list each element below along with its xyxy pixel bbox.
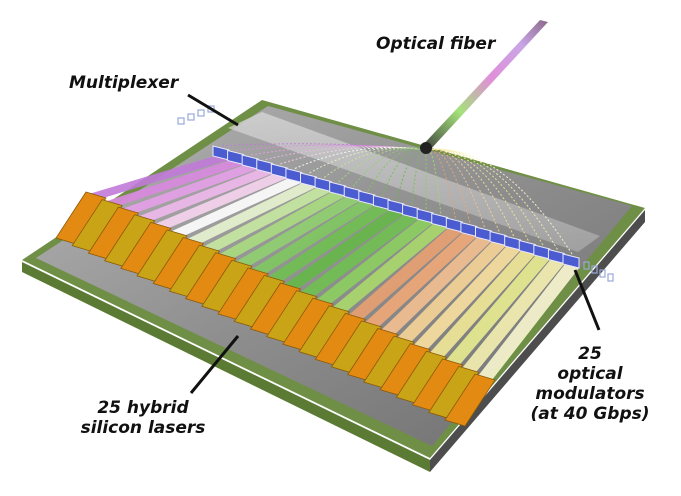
leader-line-lasers	[189, 335, 240, 394]
waveguide-1	[89, 156, 229, 198]
label-modulators-line2: optical	[557, 364, 623, 384]
waveguide-20	[396, 241, 507, 343]
waveguide-7	[186, 183, 317, 244]
laser-25	[444, 373, 496, 427]
waveguide-9	[218, 192, 346, 259]
waveguide-5	[153, 174, 288, 229]
fanout-path-10	[352, 147, 427, 187]
fanout-path-3	[251, 145, 427, 156]
waveguide-3	[121, 165, 259, 214]
waveguide-16	[332, 223, 448, 312]
waveguides	[89, 156, 579, 380]
fanout-path-5	[280, 146, 427, 165]
label-lasers-line2: silicon lasers	[80, 418, 206, 438]
laser-array	[55, 191, 496, 427]
label-modulators-line1: 25	[578, 344, 602, 364]
board-side-right	[430, 210, 645, 472]
waveguide-6	[170, 178, 302, 236]
waveguide-24	[461, 259, 565, 373]
waveguide-15	[315, 219, 434, 305]
label-lasers: 25 hybrid silicon lasers	[58, 398, 228, 438]
waveguide-18	[364, 232, 477, 327]
fanout-path-4	[265, 146, 427, 160]
fanout-path-18	[425, 148, 471, 223]
multiplexer-fanout	[221, 143, 573, 255]
waveguide-21	[413, 246, 521, 350]
label-modulators-line4: (at 40 Gbps)	[530, 404, 650, 424]
multiplexer-block	[228, 112, 600, 252]
label-multiplexer: Multiplexer	[69, 73, 179, 93]
waveguide-25	[478, 264, 579, 380]
fiber-coupler	[420, 142, 432, 154]
fanout-path-9	[338, 147, 427, 183]
waveguide-22	[429, 250, 536, 358]
fanout-path-6	[294, 146, 427, 169]
waveguide-23	[445, 255, 550, 365]
fanout-path-1	[221, 143, 427, 151]
waveguide-11	[251, 201, 375, 274]
waveguide-8	[202, 187, 332, 252]
label-optical-fiber: Optical fiber	[376, 34, 496, 54]
modulator-25	[562, 253, 580, 269]
waveguide-12	[267, 205, 390, 282]
waveguide-14	[299, 214, 419, 297]
optical-fiber	[420, 20, 548, 150]
board-side	[22, 262, 430, 472]
label-modulators-line3: modulators	[535, 384, 645, 404]
waveguide-19	[380, 237, 492, 335]
waveguide-13	[283, 210, 404, 289]
fanout-path-8	[323, 147, 427, 178]
waveguide-10	[234, 196, 361, 267]
fanout-path-16	[425, 148, 442, 214]
fanout-path-19	[425, 148, 485, 228]
leader-line-modulators	[573, 269, 601, 331]
waveguide-17	[348, 228, 463, 320]
leader-line-multiplexer	[187, 93, 239, 127]
label-modulators: 25 optical modulators (at 40 Gbps)	[505, 344, 675, 424]
modulator-array	[212, 145, 580, 269]
waveguide-2	[105, 160, 244, 206]
fanout-path-24	[425, 148, 558, 250]
waveguide-4	[137, 169, 273, 221]
label-lasers-line1: 25 hybrid	[97, 398, 189, 418]
